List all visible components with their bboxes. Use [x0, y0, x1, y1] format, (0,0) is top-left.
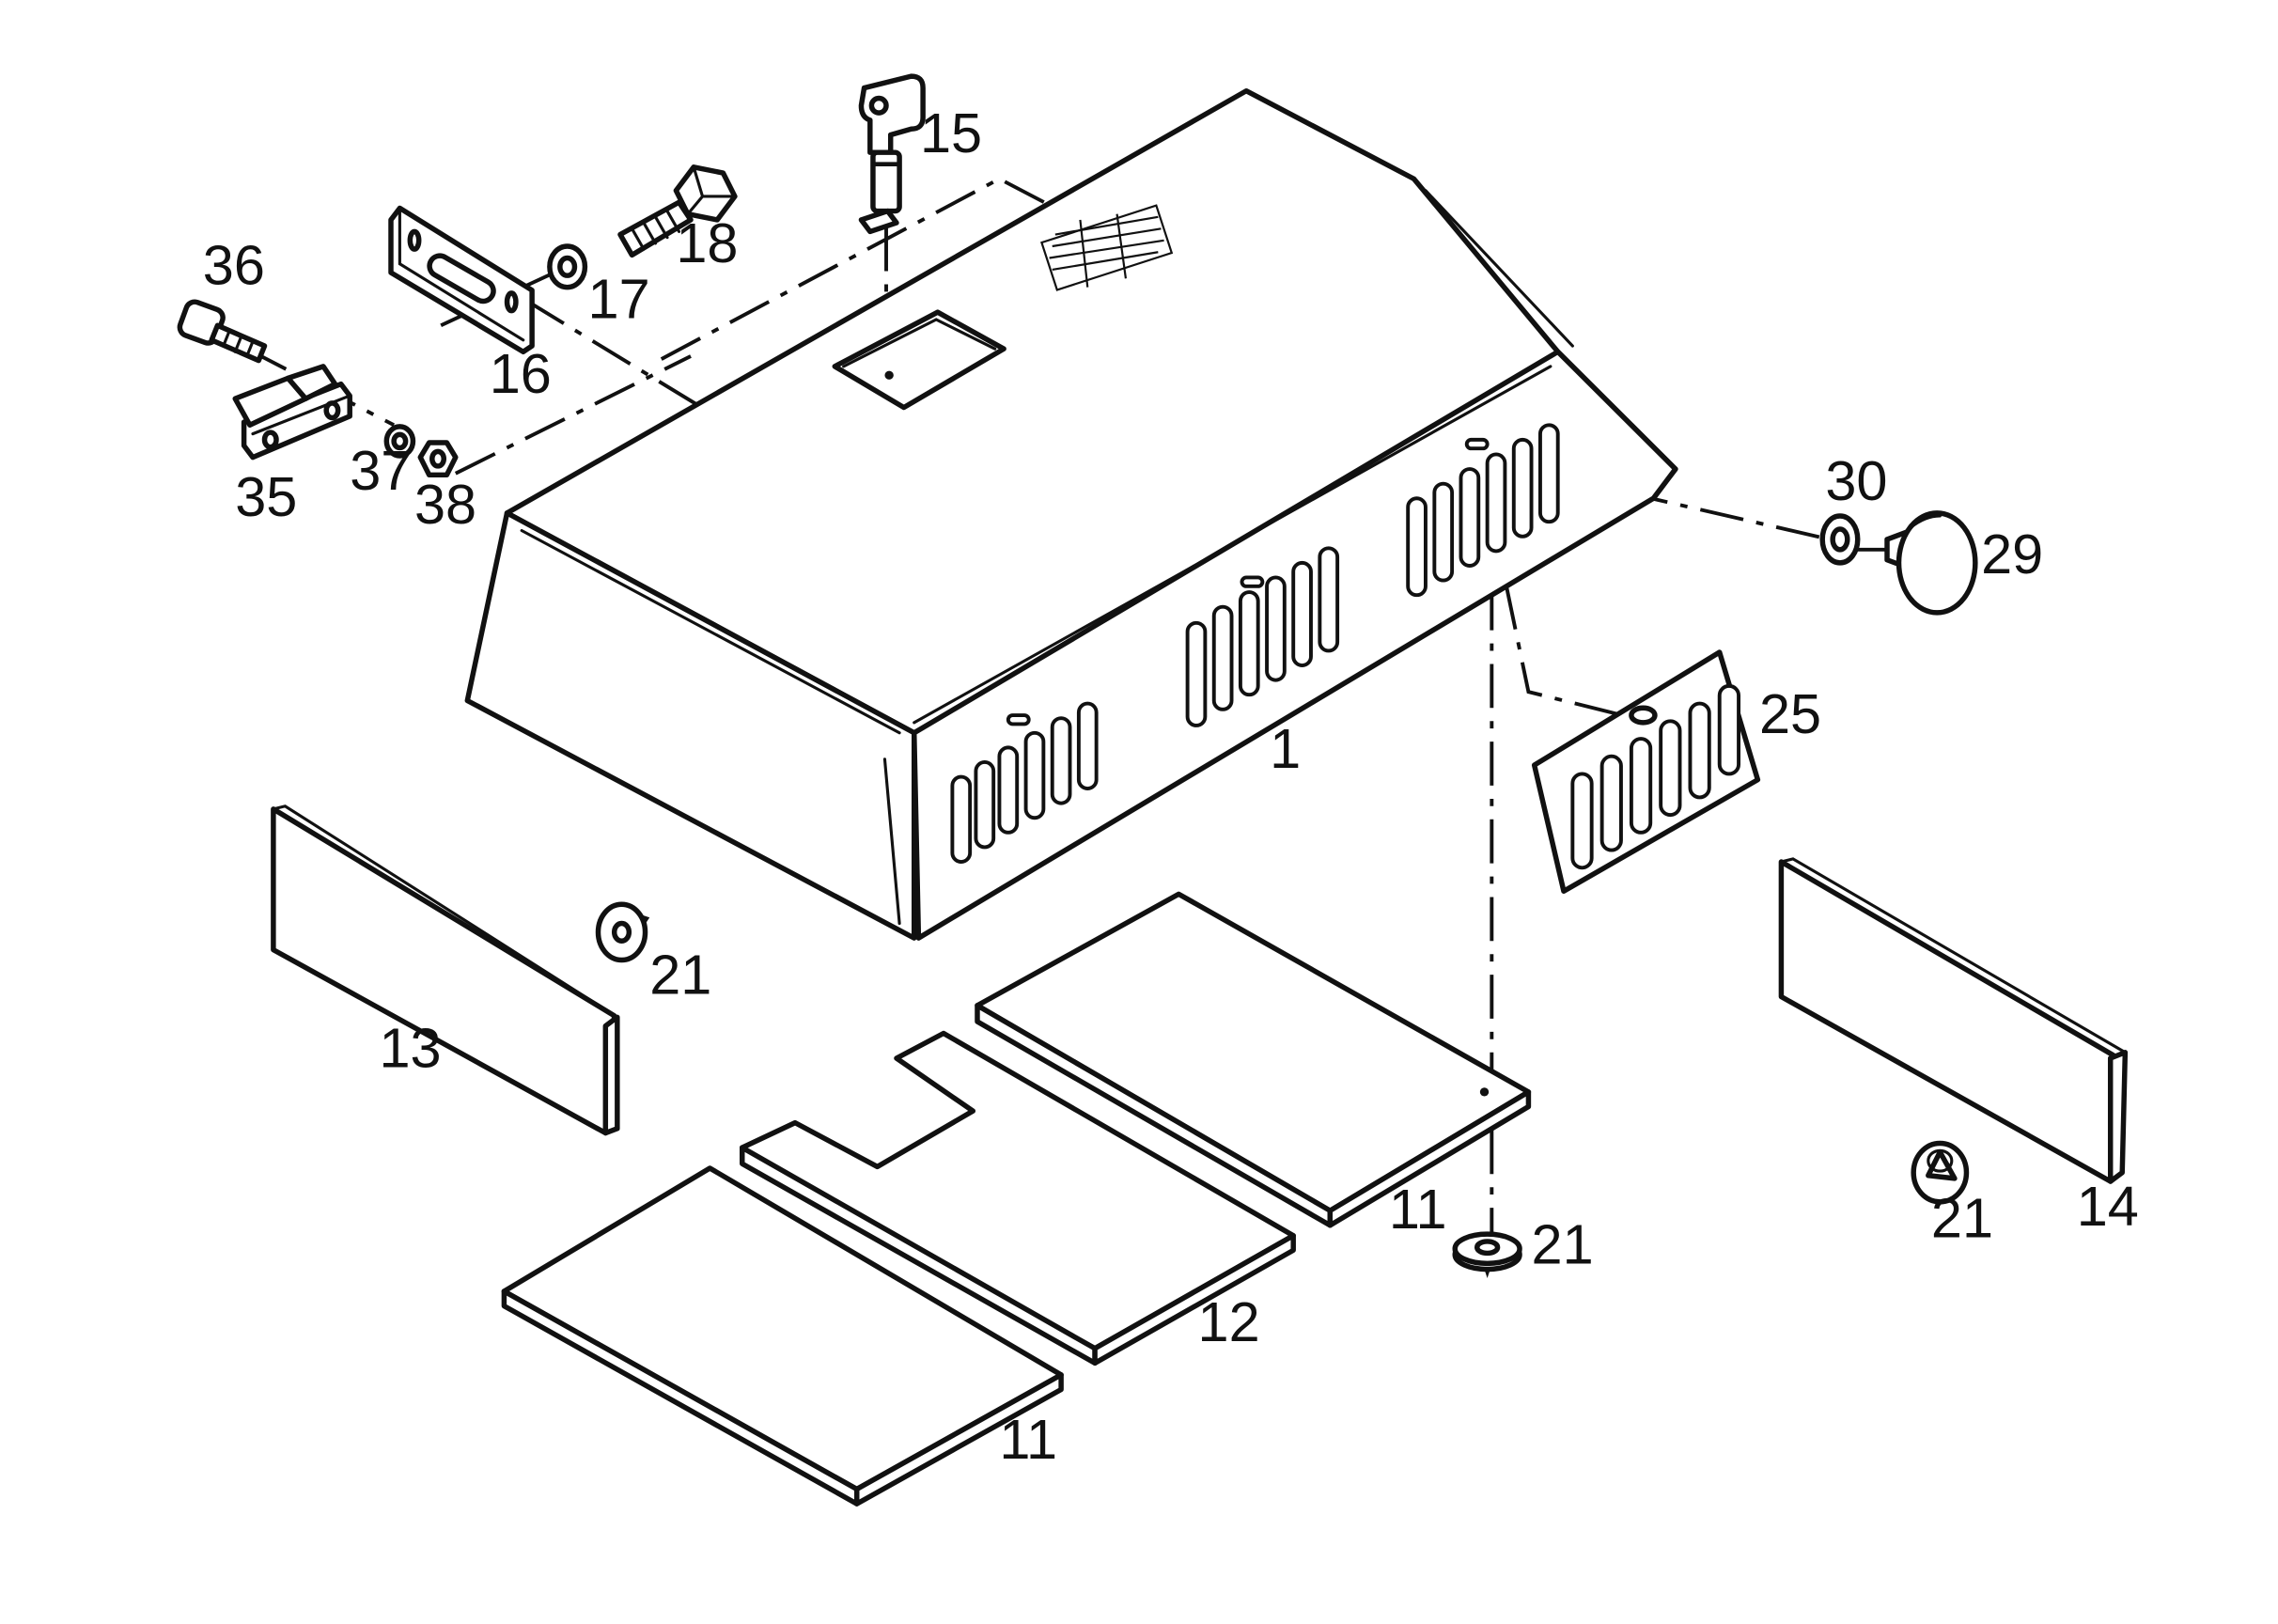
hood-bevel-line	[520, 529, 901, 735]
hood-bevel-line	[913, 365, 1552, 725]
callout-16: 16	[490, 342, 552, 405]
hex-bolt-18	[617, 164, 738, 258]
foot-21-left	[595, 901, 650, 963]
strike-plate-slot	[427, 253, 496, 304]
callout-36: 36	[203, 234, 265, 297]
callout-11b: 11	[999, 1408, 1057, 1471]
washer-37	[383, 424, 416, 459]
cap-screw-36	[177, 299, 268, 364]
callout-labels: 1 11 11 12 13 14 15 16 17 18 21 21 21 25…	[203, 102, 2139, 1470]
callout-38: 38	[414, 473, 476, 536]
callout-21a: 21	[649, 943, 711, 1006]
vent-slots-c	[1406, 423, 1560, 598]
foot-21-center	[1452, 1231, 1522, 1278]
hood-bevel-line	[882, 757, 901, 926]
callout-17: 17	[588, 268, 650, 331]
callout-29: 29	[1981, 523, 2043, 586]
callout-12: 12	[1198, 1290, 1260, 1353]
callout-18: 18	[676, 211, 738, 274]
hatched-label-area	[1040, 204, 1174, 291]
callout-35: 35	[235, 465, 297, 528]
callout-15: 15	[920, 102, 982, 164]
callout-25: 25	[1759, 682, 1821, 745]
knob-29	[1884, 510, 1978, 616]
panel-12	[740, 1030, 1296, 1366]
panel-11-lower	[501, 1165, 1064, 1507]
foot-21-right	[1911, 1140, 1970, 1205]
vent-slots-a	[950, 701, 1099, 864]
callout-11a: 11	[1389, 1178, 1447, 1241]
lock-cam	[858, 208, 899, 235]
callout-37: 37	[350, 439, 412, 502]
cabinet-hood	[464, 87, 1678, 941]
hood-bevel-line	[1412, 177, 1563, 356]
lock-cylinder	[870, 149, 902, 214]
callout-13: 13	[379, 1016, 441, 1079]
panel-11-upper	[975, 891, 1532, 1228]
latch-35	[232, 364, 352, 461]
vent-panel-25	[1531, 649, 1761, 894]
key-lock	[858, 73, 926, 235]
callout-21b: 21	[1532, 1212, 1594, 1275]
washer-30	[1819, 513, 1861, 566]
callout-30: 30	[1825, 449, 1887, 512]
washer-17	[547, 243, 588, 290]
hood-front-face	[464, 510, 917, 941]
strike-plate	[388, 205, 535, 355]
callout-14: 14	[2077, 1175, 2139, 1238]
key-head	[858, 73, 926, 155]
panel-14	[1778, 857, 2129, 1184]
callout-21c: 21	[1931, 1186, 1993, 1249]
lock-recess	[832, 309, 1006, 411]
panel-13	[271, 804, 620, 1136]
callout-1: 1	[1270, 717, 1301, 780]
vent-slots-b	[1185, 546, 1340, 727]
hood-bevel-line	[1424, 189, 1574, 348]
hex-nut-38	[417, 440, 459, 478]
